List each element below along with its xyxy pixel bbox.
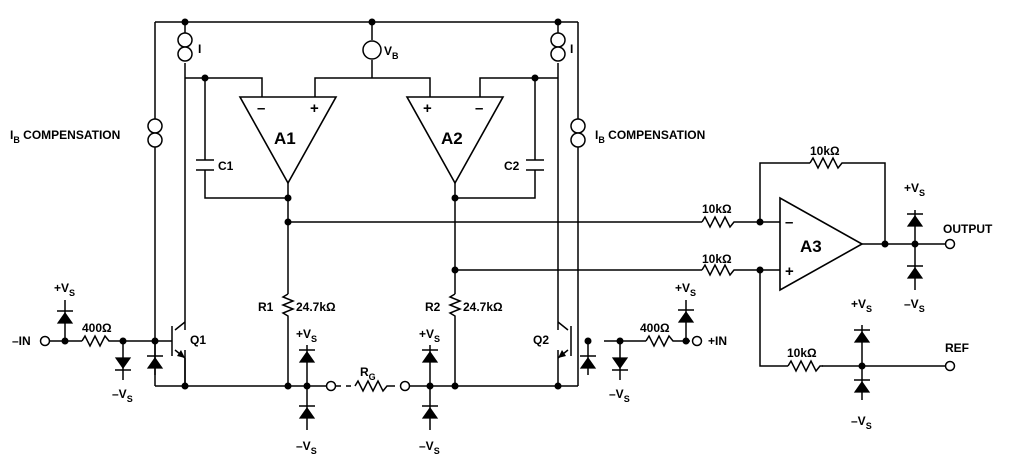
ref-label: REF	[945, 341, 969, 355]
resistor-400-left	[81, 334, 112, 348]
plus-vs-ref: +VS	[851, 297, 872, 314]
minus-vs-neg-in: –VS	[112, 387, 133, 404]
q1-label: Q1	[190, 333, 206, 347]
plus-vs-neg-in: +VS	[54, 281, 75, 298]
amp-a1-body	[238, 96, 338, 185]
current-source-left-label: I	[198, 42, 201, 56]
diode-neg-in-upper	[56, 310, 74, 324]
diode-r1-lower	[298, 405, 316, 419]
vb-label: VB	[384, 44, 399, 61]
a1-plus-sign: +	[310, 100, 319, 117]
minus-vs-r1: –VS	[296, 439, 317, 456]
resistor-400-right	[645, 334, 676, 348]
res-10k-ref-label: 10kΩ	[787, 346, 817, 360]
capacitor-c2	[526, 159, 544, 171]
plus-vs-output: +VS	[904, 181, 925, 198]
rg-terminal-right	[399, 380, 411, 392]
current-source-right	[550, 32, 566, 62]
diode-output-upper	[906, 213, 924, 227]
neg-in-label: –IN	[12, 334, 31, 348]
amp-a3-label: A3	[800, 237, 822, 256]
a3-plus-sign: +	[785, 263, 794, 280]
plus-vs-pos-in: +VS	[675, 281, 696, 298]
res-10k-feedback-label: 10kΩ	[810, 144, 840, 158]
q2-label: Q2	[533, 333, 549, 347]
current-source-left	[177, 32, 193, 62]
pos-in-terminal	[691, 335, 703, 347]
diode-q1-clamp	[146, 355, 164, 369]
output-label: OUTPUT	[943, 222, 993, 236]
amp-a3-body	[779, 196, 864, 292]
rg-label: RG	[360, 365, 376, 382]
res-400-right-label: 400Ω	[640, 321, 670, 335]
c2-label: C2	[504, 159, 520, 173]
diode-r1-upper	[298, 349, 316, 363]
a3-minus-sign: –	[785, 214, 793, 231]
ib-compensation-left-label: IB COMPENSATION	[10, 128, 120, 145]
ref-terminal	[944, 360, 956, 372]
ib-comp-source-right	[570, 118, 586, 148]
terminals	[39, 238, 956, 392]
ib-comp-source-left	[147, 118, 163, 148]
minus-vs-ref: –VS	[851, 414, 872, 431]
minus-vs-pos-in: –VS	[609, 387, 630, 404]
diode-r2-upper	[421, 349, 439, 363]
capacitor-c1	[196, 159, 214, 171]
diode-pos-in-upper	[677, 309, 695, 323]
a2-minus-sign: –	[475, 100, 483, 117]
diode-ref-lower	[853, 379, 871, 393]
plus-vs-r1: +VS	[296, 327, 317, 344]
minus-vs-output: –VS	[904, 297, 925, 314]
ib-compensation-right-label: IB COMPENSATION	[595, 128, 705, 145]
transistor-q2	[558, 326, 572, 358]
resistor-r2	[447, 293, 463, 318]
plus-vs-r2: +VS	[419, 327, 440, 344]
res-10k-minus-label: 10kΩ	[702, 202, 732, 216]
resistor-10k-minus	[701, 215, 736, 229]
pos-in-label: +IN	[708, 334, 727, 348]
transistor-q1	[171, 326, 185, 358]
minus-vs-r2: –VS	[419, 439, 440, 456]
wiring	[50, 21, 945, 430]
diode-neg-in-lower	[114, 357, 132, 371]
a2-plus-sign: +	[423, 100, 432, 117]
resistor-10k-ref	[787, 359, 823, 373]
diode-pos-in-lower	[611, 357, 629, 371]
diode-ref-upper	[853, 329, 871, 343]
diode-q2-clamp	[579, 355, 597, 369]
amp-a2-body	[405, 96, 505, 185]
diode-r2-lower	[421, 405, 439, 419]
resistor-rg	[354, 379, 390, 393]
res-10k-plus-label: 10kΩ	[702, 252, 732, 266]
junction-dots	[61, 18, 919, 390]
current-source-right-label: I	[570, 42, 573, 56]
resistor-r1	[280, 293, 296, 318]
c1-label: C1	[218, 159, 234, 173]
amp-a2-label: A2	[441, 129, 463, 148]
rg-terminal-left	[325, 380, 337, 392]
amp-a1-label: A1	[274, 129, 296, 148]
res-400-left-label: 400Ω	[82, 321, 112, 335]
neg-in-terminal	[39, 335, 51, 347]
output-terminal	[944, 238, 956, 250]
vb-source	[362, 40, 382, 60]
diode-output-lower	[906, 265, 924, 279]
resistor-10k-feedback	[809, 156, 845, 170]
resistor-10k-plus	[701, 263, 736, 277]
a1-minus-sign: –	[257, 100, 265, 117]
